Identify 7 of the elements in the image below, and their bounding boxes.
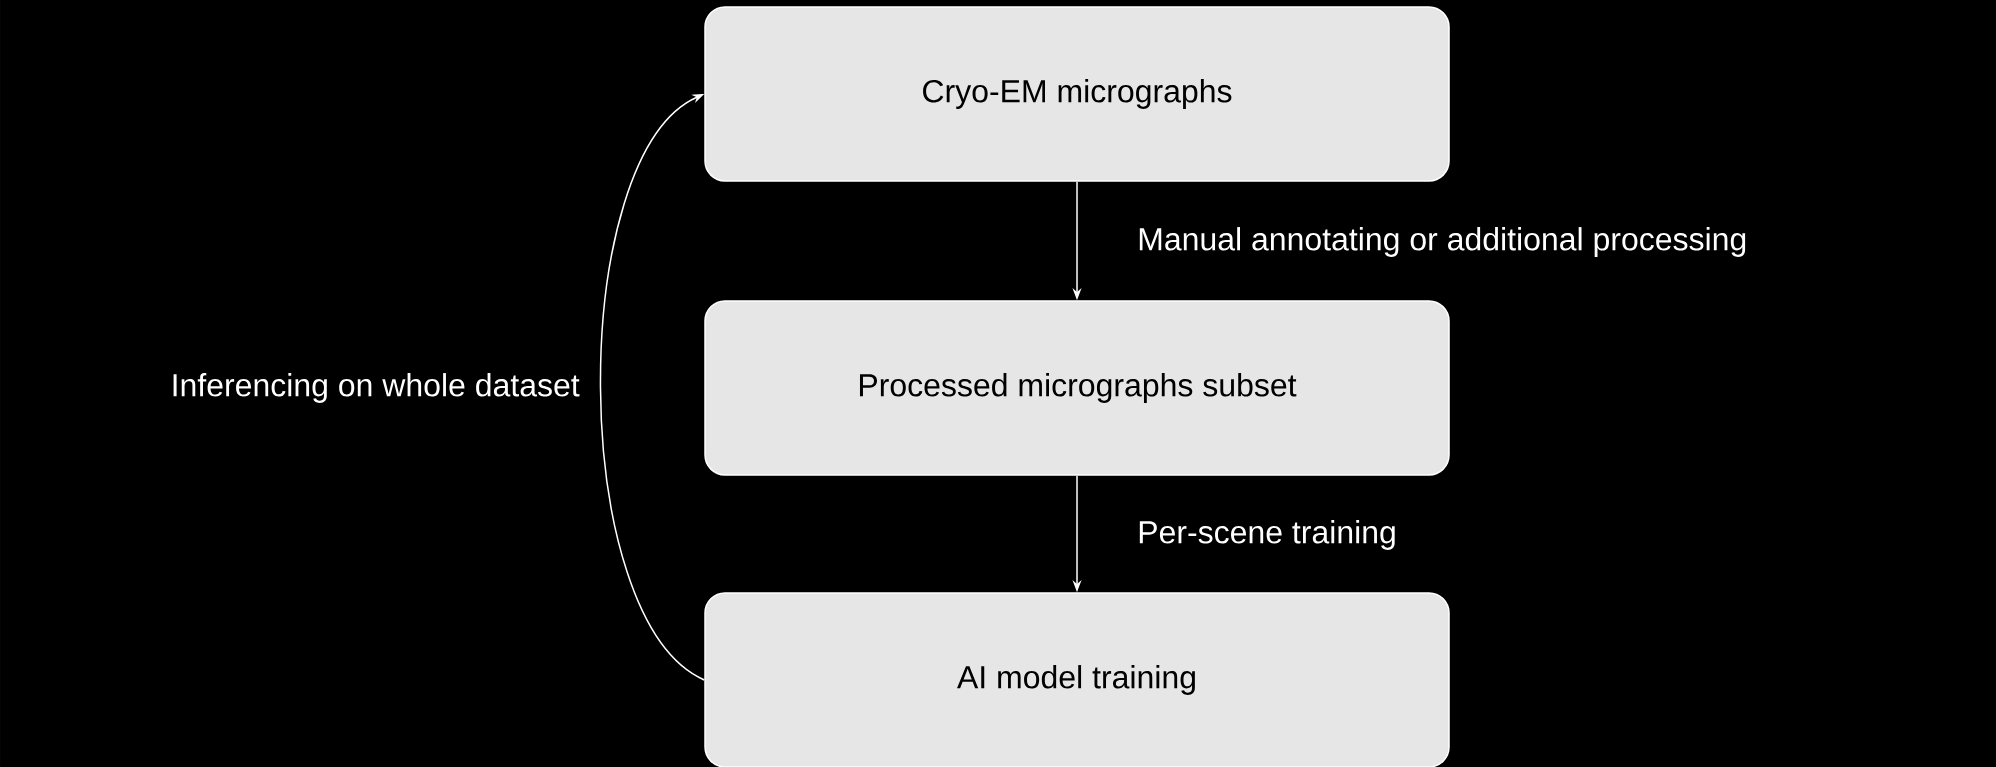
edge-label: Manual annotating or additional processing [1135, 225, 1750, 259]
process-box: Cryo-EM micrographs [704, 6, 1450, 182]
edge-label: Per-scene training [1135, 518, 1399, 552]
process-box: Processed micrographs subset [704, 300, 1450, 476]
process-box: AI model training [704, 592, 1450, 767]
arrow [599, 94, 705, 681]
edge-label: Inferencing on whole dataset [168, 371, 582, 405]
